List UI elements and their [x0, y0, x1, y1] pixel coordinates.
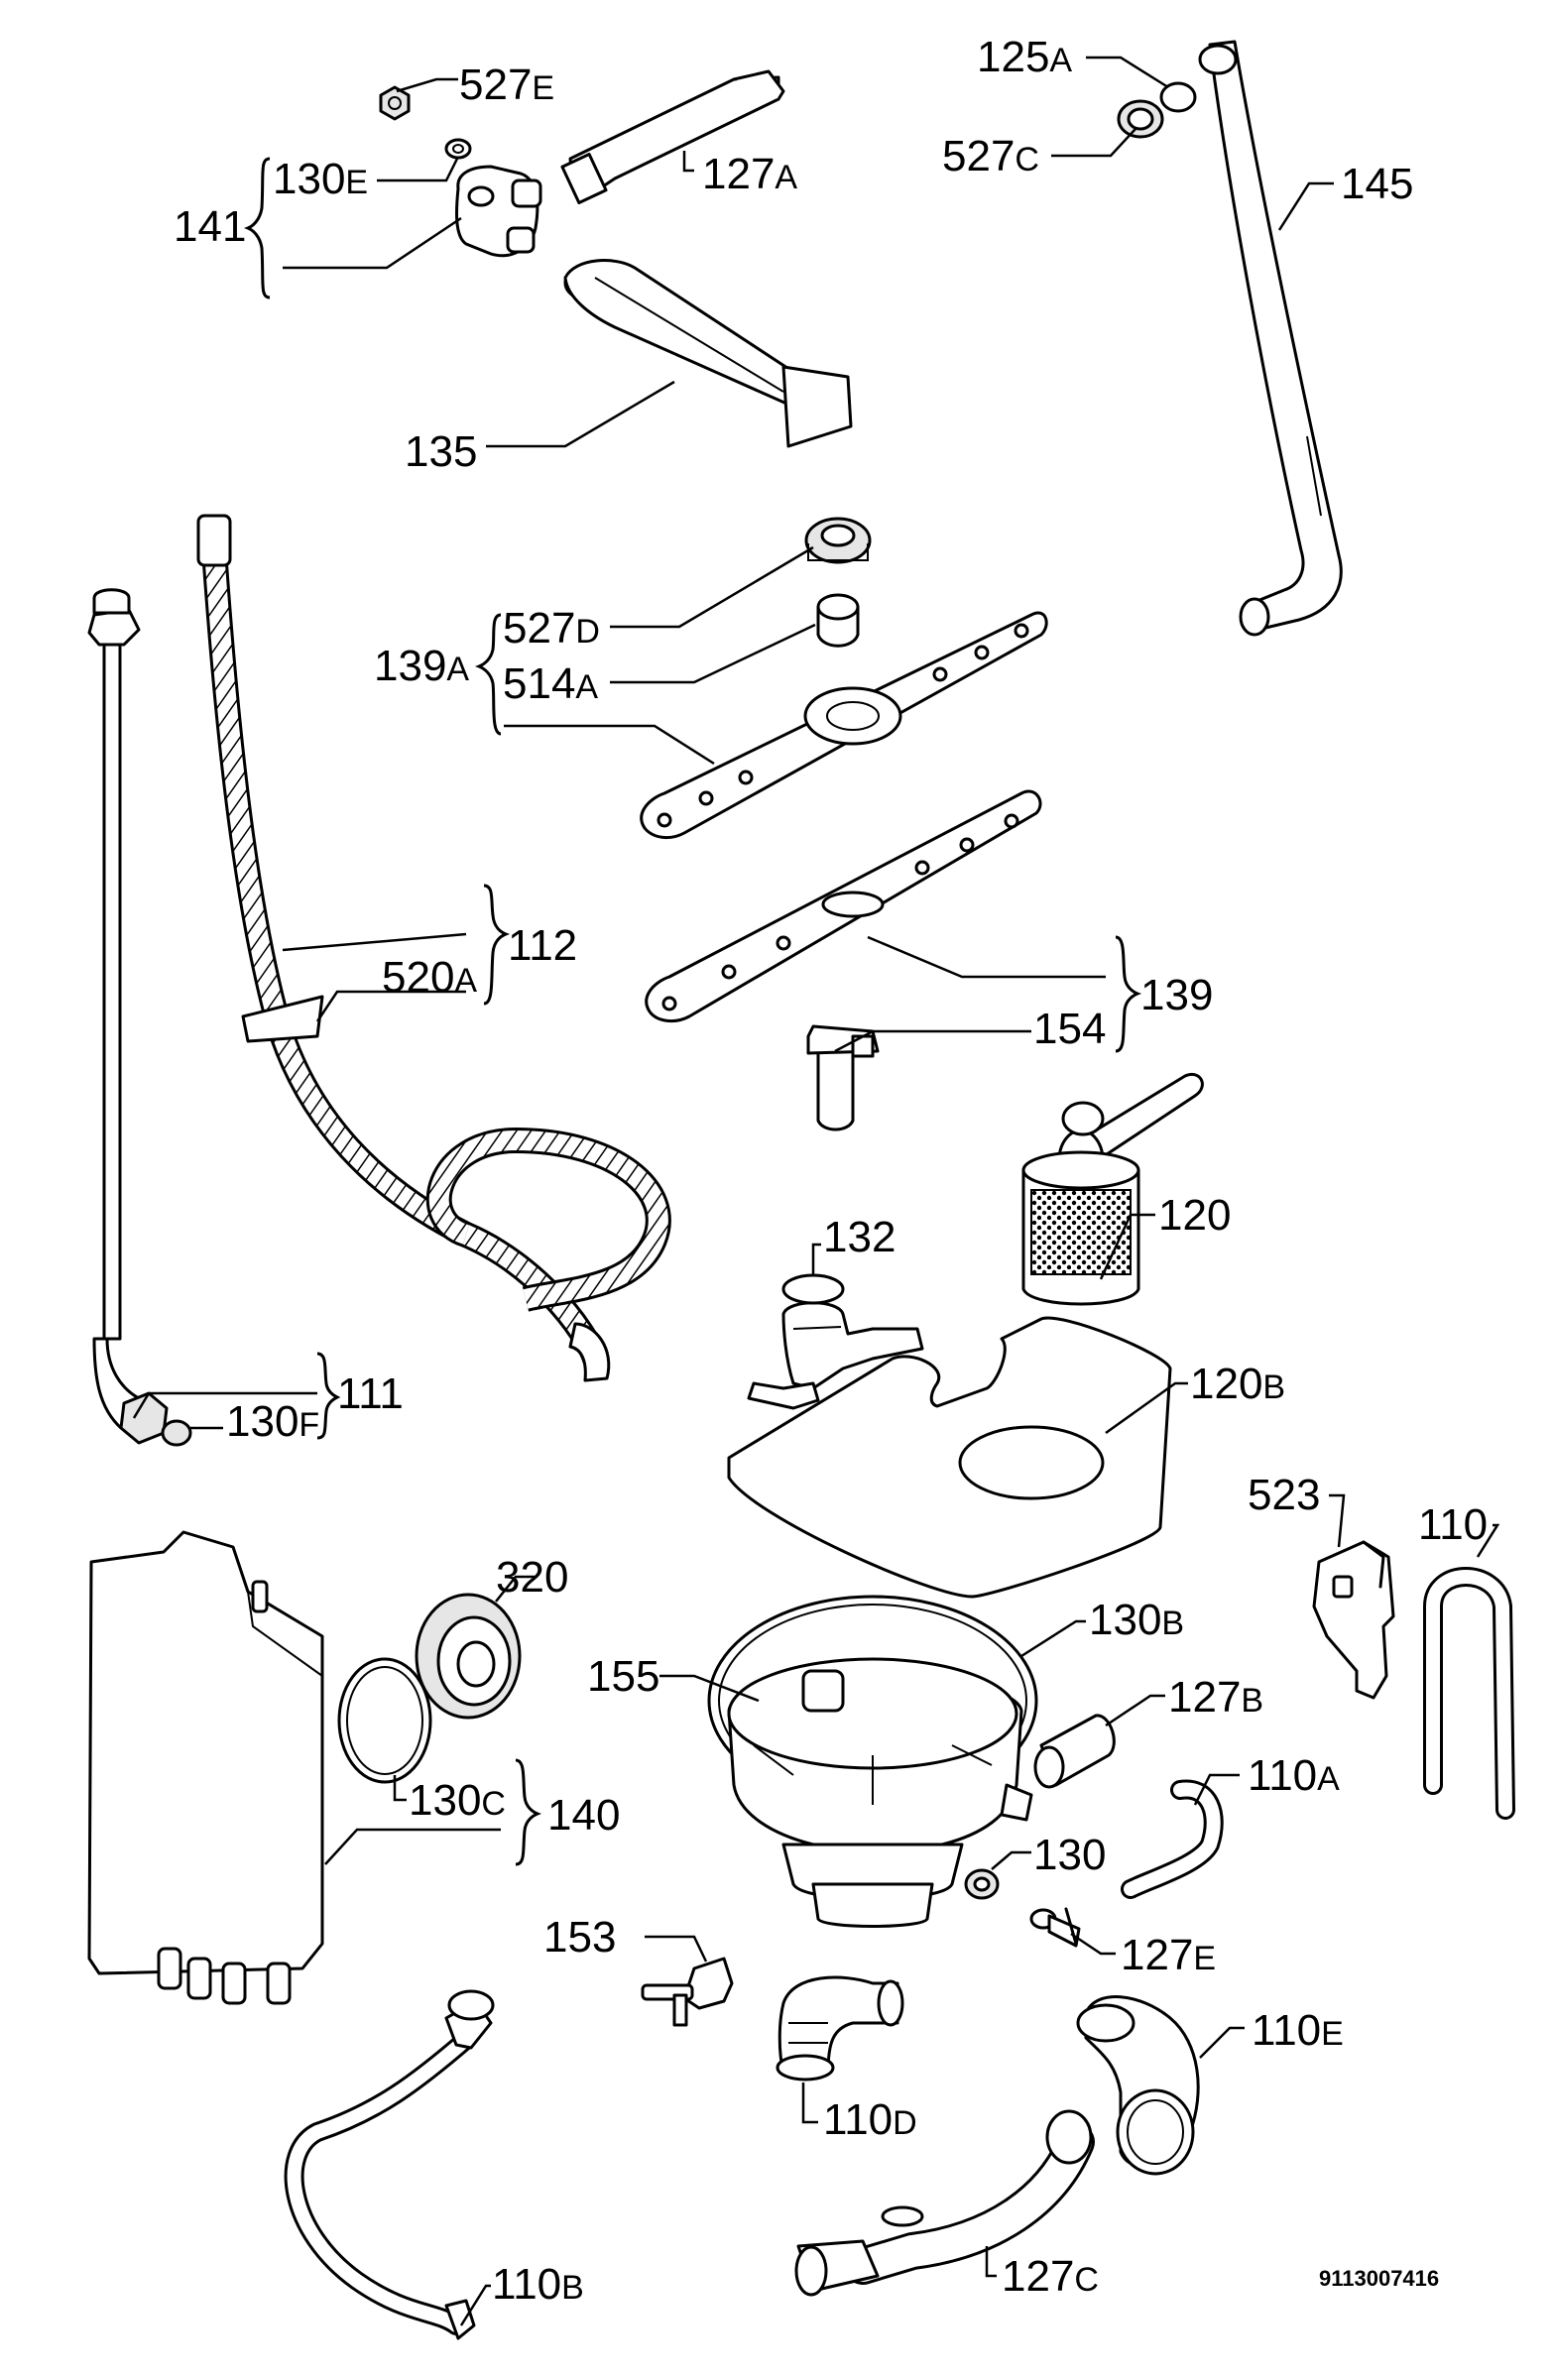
- elbow-110d: [776, 1975, 904, 2082]
- filter-120: [1021, 1072, 1204, 1306]
- water-hose-111: [87, 588, 192, 1447]
- washer-130f: [161, 1419, 192, 1447]
- label-110: 110: [1418, 1500, 1488, 1549]
- label-127e: 127E: [1121, 1931, 1216, 1979]
- label-110e: 110E: [1252, 2006, 1344, 2055]
- label-110b: 110B: [492, 2260, 584, 2309]
- hose-110: [1423, 1567, 1515, 1820]
- label-527e: 527E: [459, 60, 554, 109]
- label-514a: 514A: [503, 659, 598, 708]
- pipe-127c: [794, 2109, 1095, 2297]
- washer-130: [964, 1868, 1000, 1900]
- connector-141: [454, 165, 542, 258]
- nut-527e: [379, 85, 411, 121]
- valve-132: [747, 1273, 924, 1410]
- coupling-154: [806, 1024, 880, 1131]
- label-127c: 127C: [1002, 2252, 1099, 2301]
- bracket-520a: [241, 995, 324, 1043]
- label-527c: 527C: [942, 132, 1039, 180]
- label-527d: 527D: [503, 604, 600, 653]
- nut-527d: [804, 517, 872, 564]
- clip-523: [1312, 1540, 1395, 1700]
- nut-527c: [1117, 99, 1164, 139]
- part-labels: 527E 127A 130E 141 135 125A 527C 145 527…: [174, 33, 1488, 2309]
- regenerator-cap-320: [415, 1593, 522, 1720]
- seal-130c: [337, 1657, 432, 1784]
- label-110a: 110A: [1248, 1751, 1340, 1800]
- label-130f: 130F: [226, 1397, 319, 1446]
- elbow-110e: [1076, 1995, 1200, 2176]
- label-132: 132: [823, 1213, 896, 1261]
- tap-153: [641, 1957, 734, 2027]
- label-120b: 120B: [1190, 1360, 1285, 1408]
- inlet-hose-112: [196, 514, 671, 1382]
- leader-lines: [132, 56, 1500, 2326]
- label-523: 523: [1248, 1471, 1320, 1519]
- label-520a: 520A: [382, 953, 477, 1002]
- label-130b: 130B: [1089, 1596, 1184, 1644]
- spray-arm-139: [645, 789, 1042, 1023]
- drain-hose-110b: [284, 1989, 495, 2340]
- label-130: 130: [1033, 1831, 1106, 1879]
- duct-127a: [560, 69, 785, 204]
- label-153: 153: [543, 1913, 616, 1962]
- sleeve-127b: [1033, 1714, 1116, 1789]
- label-139: 139: [1140, 971, 1213, 1019]
- label-130e: 130E: [273, 155, 368, 203]
- label-155: 155: [587, 1652, 659, 1701]
- label-140: 140: [547, 1791, 620, 1840]
- tube-145: [1198, 40, 1343, 637]
- label-141: 141: [174, 202, 246, 251]
- sump-155: [707, 1595, 1038, 1928]
- group-braces: [243, 157, 1142, 1866]
- label-130c: 130C: [409, 1776, 506, 1825]
- label-154: 154: [1033, 1005, 1106, 1053]
- label-127b: 127B: [1168, 1673, 1263, 1722]
- spray-arm-139a: [640, 611, 1048, 840]
- label-111: 111: [337, 1369, 404, 1418]
- document-number: 9113007416: [1319, 2266, 1439, 2291]
- label-112: 112: [508, 921, 577, 970]
- label-125a: 125A: [977, 33, 1072, 81]
- screw-127e: [1029, 1907, 1081, 1948]
- label-120: 120: [1158, 1191, 1231, 1240]
- o-ring-125a: [1159, 81, 1197, 113]
- spray-arm-135: [563, 259, 853, 448]
- label-139a: 139A: [374, 642, 469, 690]
- label-135: 135: [405, 427, 477, 476]
- label-127a: 127A: [702, 150, 797, 198]
- nozzle-514a: [816, 593, 860, 648]
- container-140: [87, 1530, 522, 2005]
- washer-130e: [444, 138, 472, 160]
- label-320: 320: [496, 1553, 568, 1602]
- flat-filter-120b: [727, 1316, 1172, 1599]
- label-110d: 110D: [823, 2095, 917, 2144]
- label-145: 145: [1341, 160, 1413, 208]
